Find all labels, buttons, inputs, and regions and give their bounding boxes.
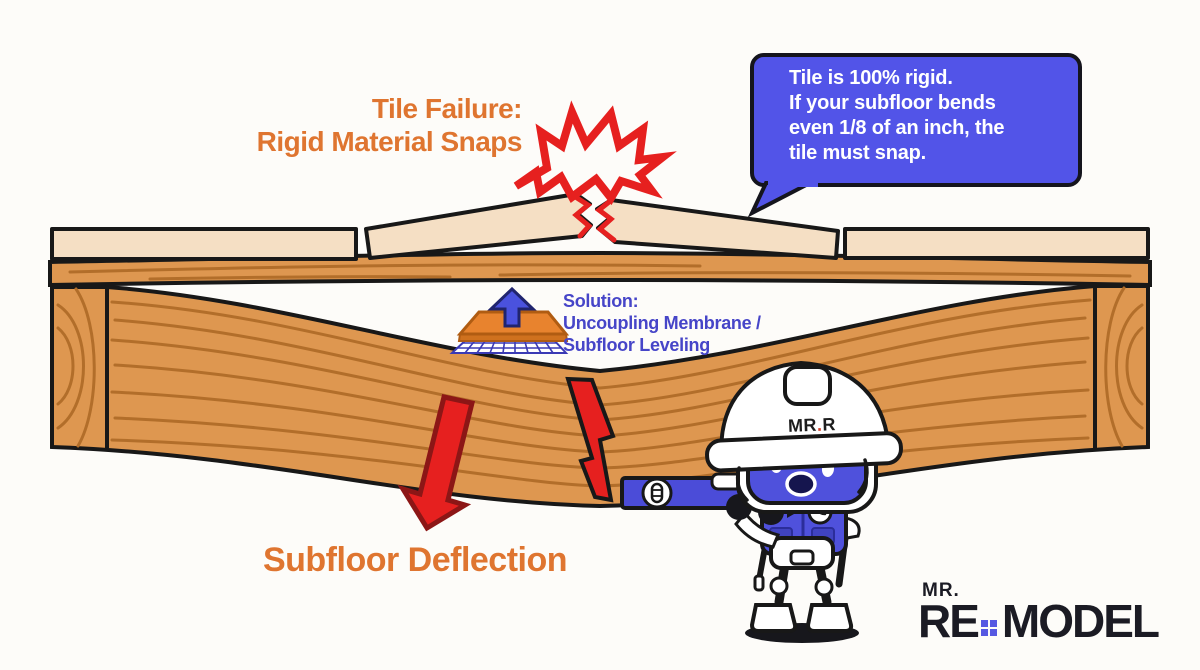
solution-label: Solution: Uncoupling Membrane / Subfloor…	[563, 290, 761, 356]
logo-mr-text: MR.	[922, 580, 960, 601]
deflection-arrow-icon	[397, 394, 476, 532]
solution-line-1: Solution:	[563, 291, 639, 311]
hat-label-r: R	[822, 414, 837, 435]
hat-brim-band	[705, 431, 903, 473]
solution-line-3: Subfloor Leveling	[563, 335, 710, 355]
solution-line-2: Uncoupling Membrane /	[563, 313, 761, 333]
tile-crack-left	[571, 193, 593, 239]
robot-forearm	[734, 510, 781, 549]
robot-boot-right	[805, 603, 854, 633]
tile-crack-right	[594, 199, 617, 243]
failure-title: Tile Failure: Rigid Material Snaps	[150, 92, 523, 158]
up-arrow-icon	[487, 286, 537, 328]
failure-title-line2: Rigid Material Snaps	[256, 126, 523, 157]
bubble-line-3: even 1/8 of an inch, the	[789, 117, 1005, 139]
bubble-line-4: tile must snap.	[789, 142, 927, 164]
impact-burst-icon	[513, 100, 677, 206]
robot-mascot-upper	[705, 360, 903, 549]
speech-bubble-text: Tile is 100% rigid. If your subfloor ben…	[789, 66, 1075, 166]
tile-right-flat	[843, 227, 1150, 260]
failure-title-line1: Tile Failure:	[371, 93, 523, 124]
logo-wordmark: RE MODEL	[918, 595, 1160, 647]
logo-re-text: RE	[918, 595, 980, 647]
robot-knee-right	[814, 577, 834, 597]
robot-hat-label: MR.R	[770, 414, 855, 438]
joist-crack-bolt	[565, 376, 616, 503]
robot-mouth	[785, 471, 817, 497]
hat-label-mr: MR	[787, 414, 818, 436]
screwdriver-icon	[753, 574, 765, 592]
tile-right-broken	[595, 198, 840, 260]
robot-boot-left	[749, 603, 798, 633]
tile-left-flat	[50, 227, 358, 261]
logo-model-text: MODEL	[1001, 595, 1160, 647]
bubble-line-2: If your subfloor bends	[789, 92, 996, 114]
logo-window-icon	[980, 620, 997, 636]
hard-hat	[705, 360, 903, 502]
tile-left-broken	[364, 192, 593, 260]
hat-top-vent	[783, 365, 832, 406]
brand-logo: MR. RE MODEL	[918, 580, 1160, 647]
robot-knee-left	[769, 576, 789, 596]
belt-buckle	[789, 549, 815, 566]
speech-bubble	[747, 53, 1082, 218]
bubble-line-1: Tile is 100% rigid.	[789, 67, 953, 89]
tile-layer	[50, 192, 1150, 261]
solution-icon	[449, 286, 570, 354]
deflection-label: Subfloor Deflection	[262, 541, 568, 579]
